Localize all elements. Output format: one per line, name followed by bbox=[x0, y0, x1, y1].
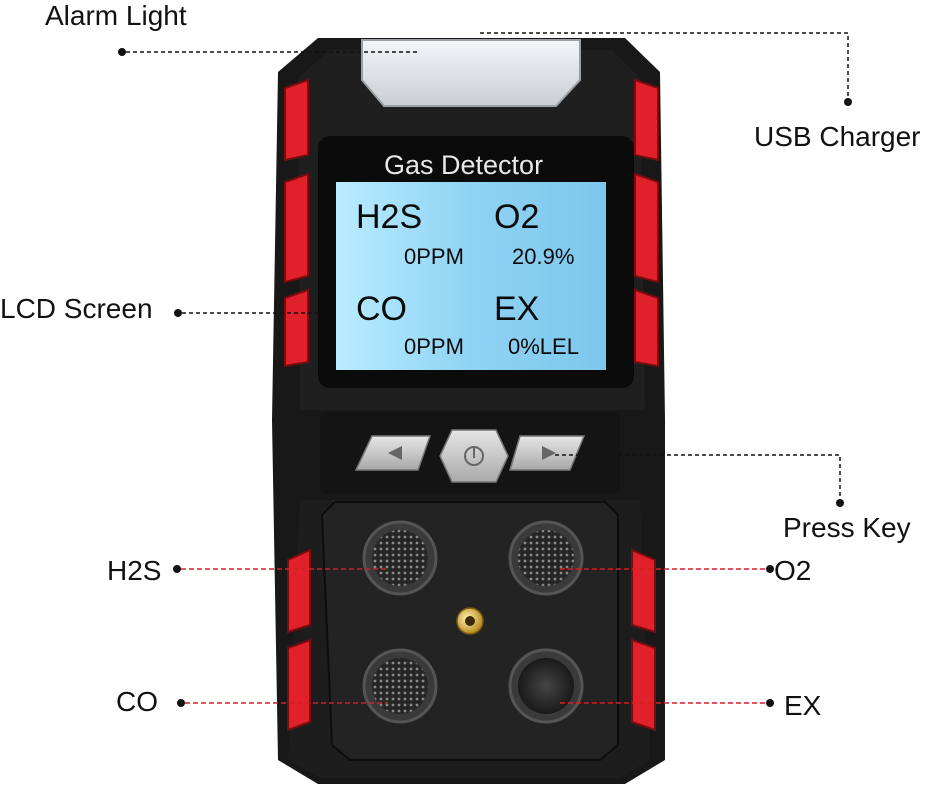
lcd-gas-h2s: H2S bbox=[356, 198, 423, 236]
callout-alarm-light: Alarm Light bbox=[45, 0, 187, 31]
callout-press-key: Press Key bbox=[783, 512, 911, 543]
press-keys bbox=[354, 429, 586, 483]
sensor-o2 bbox=[508, 520, 584, 596]
callout-co: CO bbox=[116, 686, 158, 717]
sensor-co bbox=[362, 648, 438, 724]
callout-ex: EX bbox=[784, 690, 822, 721]
callout-o2: O2 bbox=[774, 555, 812, 586]
callout-lcd-screen: LCD Screen bbox=[0, 293, 153, 324]
lcd-title: Gas Detector bbox=[384, 150, 544, 180]
lcd-value-h2s: 0PPM bbox=[404, 244, 464, 269]
side-grips bbox=[284, 78, 659, 732]
callout-h2s: H2S bbox=[107, 555, 162, 586]
callout-usb-charger: USB Charger bbox=[754, 121, 921, 152]
lcd-gas-ex: EX bbox=[494, 290, 540, 328]
lcd-gas-o2: O2 bbox=[494, 198, 540, 236]
power-icon bbox=[464, 446, 484, 466]
sensor-ex bbox=[508, 648, 584, 724]
triangle-right-icon bbox=[542, 446, 556, 460]
lcd-value-co: 0PPM bbox=[404, 334, 464, 359]
lcd-value-o2: 20.9% bbox=[512, 244, 575, 269]
triangle-left-icon bbox=[388, 446, 402, 460]
alarm-light bbox=[361, 39, 581, 107]
sensor-h2s bbox=[362, 520, 438, 596]
center-screw bbox=[456, 607, 484, 635]
lcd-gas-co: CO bbox=[356, 290, 407, 328]
lcd-value-ex: 0%LEL bbox=[508, 334, 579, 359]
lcd-screen bbox=[336, 182, 606, 370]
